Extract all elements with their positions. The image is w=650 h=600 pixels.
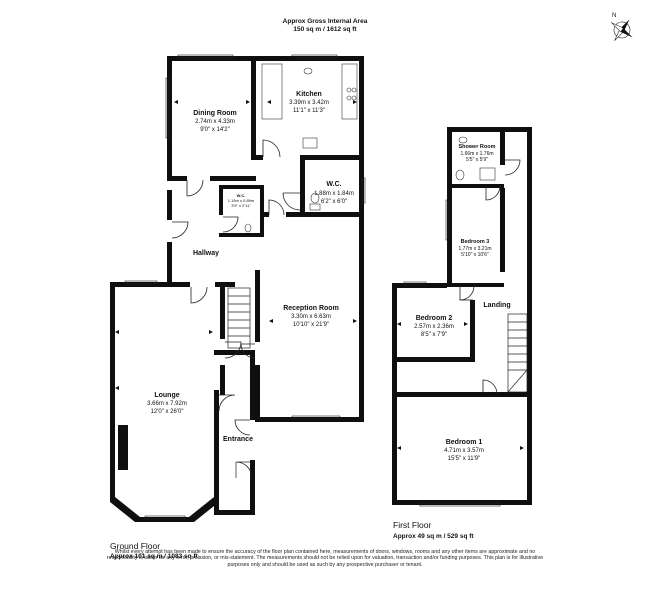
ground-floor-label: Ground Floor (110, 541, 160, 551)
room-imperial: 11'1" x 11'3" (293, 108, 325, 114)
compass-north-label: N (612, 13, 616, 19)
room-name: W.C. (237, 193, 246, 198)
first-floor-walls (392, 127, 532, 505)
room-imperial: 9'0" x 14'2" (200, 127, 230, 133)
room-name: Bedroom 1 (446, 439, 483, 446)
room-name: Entrance (223, 436, 253, 443)
ground-floor-area: Approx 101 sq m / 1083 sq ft (110, 553, 199, 560)
room-metric: 3.30m x 6.63m (291, 314, 331, 320)
room-imperial: 5'10" x 10'6" (461, 252, 489, 258)
room-imperial: 10'10" x 21'9" (293, 322, 329, 328)
room-entrance: Entrance (223, 436, 253, 443)
room-metric: 1.88m x 1.84m (314, 191, 354, 197)
room-metric: 3.66m x 7.92m (147, 401, 187, 407)
room-metric: 3.39m x 3.42m (289, 100, 329, 106)
room-metric: 1.77m x 3.21m (458, 246, 491, 252)
ground-stairs (227, 287, 251, 349)
room-name: Bedroom 3 (461, 239, 490, 245)
room-imperial: 3'9" x 2'11" (231, 203, 251, 208)
room-imperial: 5'5" x 5'9" (466, 157, 488, 163)
room-name: Reception Room (283, 305, 339, 312)
room-name: Lounge (154, 392, 179, 399)
room-kitchen: Kitchen 3.39m x 3.42m 11'1" x 11'3" (289, 91, 329, 114)
ground-floor-walls (110, 56, 364, 522)
first-floor-label: First Floor (393, 520, 431, 530)
room-landing: Landing (483, 302, 510, 309)
room-shower-room: Shower Room 1.66m x 1.76m 5'5" x 5'9" (459, 144, 496, 163)
room-name: Shower Room (459, 144, 496, 150)
room-imperial: 6'2" x 6'0" (321, 199, 347, 205)
first-stairs (507, 313, 528, 393)
ground-fixtures (244, 63, 358, 233)
gross-area-value: 150 sq m / 1612 sq ft (293, 26, 357, 33)
room-metric: 4.71m x 3.57m (444, 448, 484, 454)
room-bedroom-2: Bedroom 2 2.57m x 2.36m 8'5" x 7'9" (414, 315, 454, 338)
first-windows (403, 199, 501, 507)
room-name: Kitchen (296, 91, 322, 98)
ground-windows (124, 54, 366, 520)
first-floor-area: Approx 49 sq m / 529 sq ft (393, 533, 474, 540)
disclaimer-text: Whilst every attempt has been made to en… (106, 549, 544, 568)
room-name: Landing (483, 302, 510, 309)
room-lounge: Lounge 3.66m x 7.92m 12'0" x 26'0" (147, 392, 187, 415)
room-imperial: 8'5" x 7'9" (421, 332, 447, 338)
room-metric: 1.66m x 1.76m (460, 151, 493, 157)
room-hallway: Hallway (193, 250, 219, 257)
compass-icon (611, 19, 633, 41)
room-name: Dining Room (193, 110, 237, 117)
first-fixtures (455, 136, 496, 181)
room-imperial: 12'0" x 26'0" (151, 409, 184, 415)
room-small-wc: W.C. 1.15m x 0.89m 3'9" x 2'11" (228, 193, 255, 208)
room-bedroom-1: Bedroom 1 4.71m x 3.57m 15'5" x 11'9" (444, 439, 484, 462)
room-name: Bedroom 2 (416, 315, 453, 322)
gross-area-title: Approx Gross Internal Area (283, 18, 368, 25)
room-wc: W.C. 1.88m x 1.84m 6'2" x 6'0" (314, 181, 354, 205)
room-metric: 2.74m x 4.33m (195, 119, 235, 125)
first-doors (459, 159, 521, 395)
room-metric: 1.15m x 0.89m (228, 198, 255, 203)
room-name: Hallway (193, 250, 219, 257)
room-imperial: 15'5" x 11'9" (448, 456, 480, 462)
room-bedroom-3: Bedroom 3 1.77m x 3.21m 5'10" x 10'6" (458, 239, 491, 258)
room-dining-room: Dining Room 2.74m x 4.33m 9'0" x 14'2" (193, 110, 237, 133)
room-metric: 2.57m x 2.36m (414, 324, 454, 330)
dimension-markers (115, 100, 524, 450)
ground-doors (171, 139, 301, 479)
room-reception-room: Reception Room 3.30m x 6.63m 10'10" x 21… (283, 305, 339, 328)
room-name: W.C. (326, 181, 341, 188)
